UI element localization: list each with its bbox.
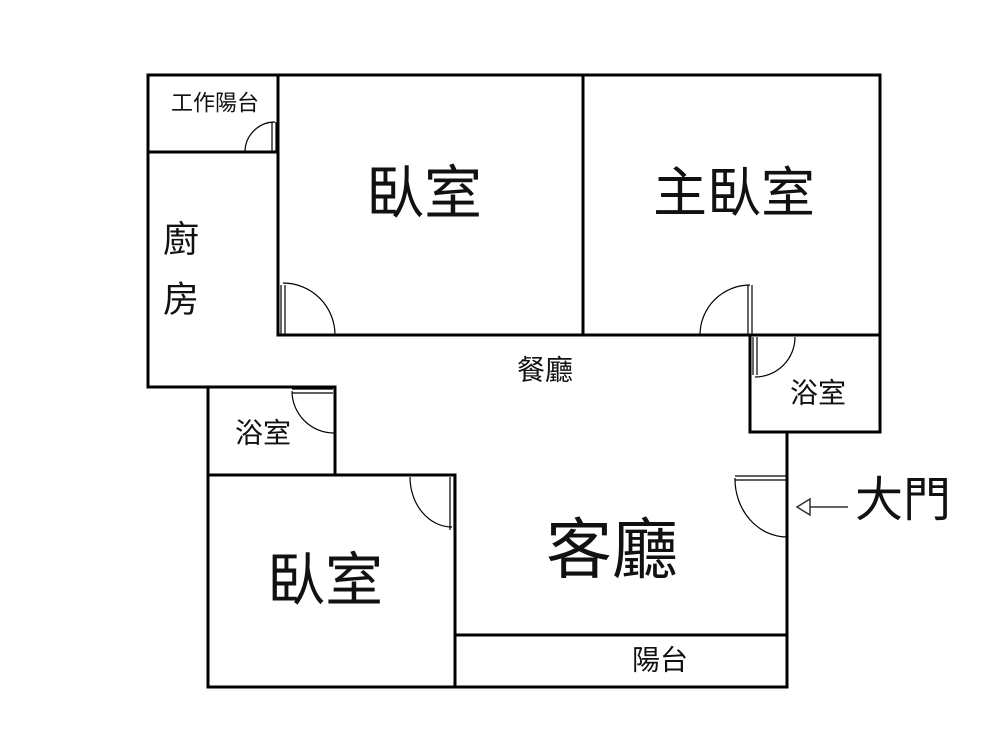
bathroom-right-door[interactable] xyxy=(752,336,796,378)
room-label-dining-room: 餐廳 xyxy=(517,354,573,387)
room-label-kitchen-2: 房 xyxy=(163,280,199,321)
bedroom-2-door[interactable] xyxy=(409,476,455,530)
doors xyxy=(244,121,796,538)
room-label-utility-balcony: 工作陽台 xyxy=(171,92,259,117)
room-label-bedroom-2: 臥室 xyxy=(267,546,383,614)
bedroom-1-door[interactable] xyxy=(280,282,336,336)
room-label-kitchen-1: 廚 xyxy=(163,220,199,261)
outer-wall-top-right xyxy=(146,73,882,434)
room-label-master-bedroom: 主臥室 xyxy=(653,162,815,225)
main-entrance-door[interactable] xyxy=(734,475,788,538)
bathroom-left-door[interactable] xyxy=(291,388,335,434)
outer-wall-bottom xyxy=(206,385,789,689)
room-label-bathroom-right: 浴室 xyxy=(790,377,846,410)
master-bedroom-door[interactable] xyxy=(699,284,753,336)
outer-wall-left xyxy=(146,73,337,477)
bedroom-2-wall xyxy=(206,473,457,689)
bedroom-wall xyxy=(276,73,882,337)
utility-balcony-door[interactable] xyxy=(244,121,277,153)
walls xyxy=(146,73,882,689)
arrow-left-icon xyxy=(795,497,848,517)
room-label-bedroom-1: 臥室 xyxy=(366,159,482,227)
room-label-living-room: 客廳 xyxy=(546,512,678,589)
room-label-balcony: 陽台 xyxy=(632,644,688,677)
entrance-label: 大門 xyxy=(855,472,951,528)
room-label-bathroom-left: 浴室 xyxy=(235,417,291,450)
